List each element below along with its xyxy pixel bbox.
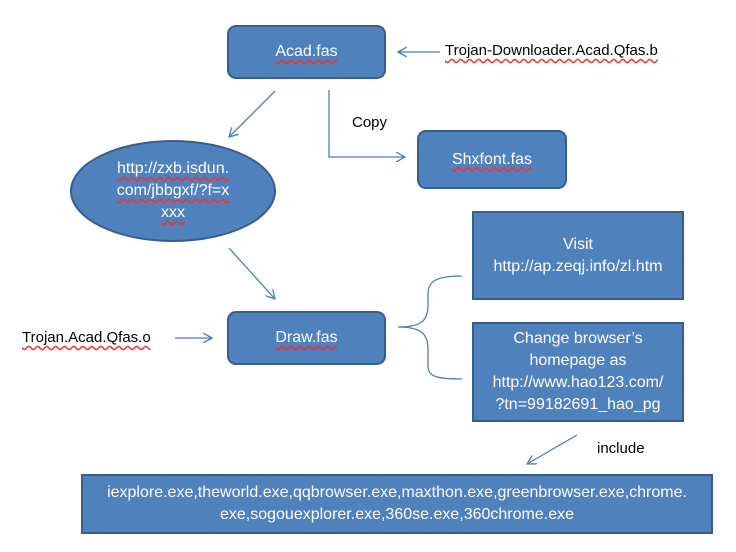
acad-fas-label: Acad.fas bbox=[275, 43, 338, 60]
acad-fas-node: Acad.fas bbox=[227, 25, 386, 79]
brace-draw-branches bbox=[397, 275, 463, 380]
browser-list-node: iexplore.exe,theworld.exe,qqbrowser.exe,… bbox=[81, 474, 713, 534]
shxfont-fas-label: Shxfont.fas bbox=[451, 150, 533, 168]
shxfont-fas-node: Shxfont.fas bbox=[417, 130, 567, 189]
arrow-acad-to-url bbox=[229, 90, 276, 137]
trojan-downloader-label: Trojan-Downloader.Acad.Qfas.b bbox=[445, 42, 658, 59]
url-oval-label: http://zxb.isdun. com/jbbgxf/?f=x xxx bbox=[116, 160, 230, 221]
trojan-acad-label: Trojan.Acad.Qfas.o bbox=[22, 329, 151, 346]
arrow-change-to-browsers bbox=[527, 434, 578, 464]
arrow-url-to-draw bbox=[228, 247, 275, 299]
visit-url-node: Visit http://ap.zeqj.info/zl.htm bbox=[472, 211, 684, 300]
include-label: include bbox=[597, 440, 645, 457]
copy-label: Copy bbox=[352, 114, 388, 131]
change-homepage-node: Change browser’s homepage as http://www.… bbox=[472, 322, 684, 422]
browser-list-label: iexplore.exe,theworld.exe,qqbrowser.exe,… bbox=[107, 484, 687, 523]
visit-url-label: Visit http://ap.zeqj.info/zl.htm bbox=[493, 235, 663, 275]
arrow-acad-copy-shxfont bbox=[328, 90, 405, 157]
change-homepage-label: Change browser’s homepage as http://www.… bbox=[492, 330, 664, 413]
draw-fas-node: Draw.fas bbox=[227, 311, 386, 365]
draw-fas-label: Draw.fas bbox=[275, 329, 338, 346]
url-oval-node: http://zxb.isdun. com/jbbgxf/?f=x xxx bbox=[70, 140, 276, 242]
